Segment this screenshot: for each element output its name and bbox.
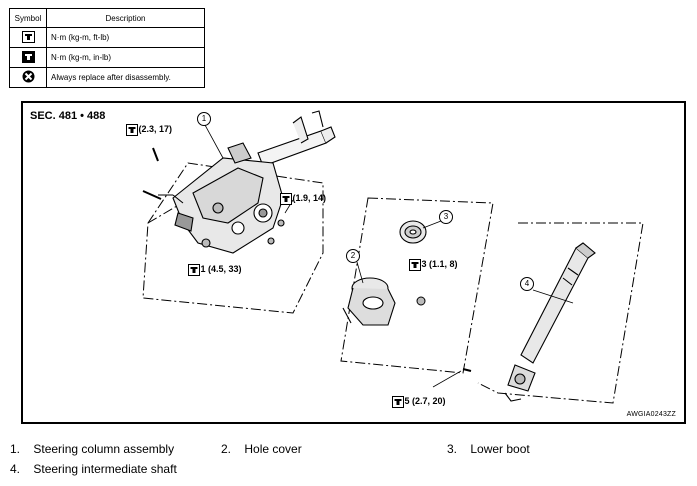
torque-label: 19 (1.9, 14): [280, 193, 327, 205]
callout-3: 3: [439, 210, 453, 224]
lower-boot: [399, 220, 427, 244]
torque-value: 10.3 (1.1, 8): [409, 259, 458, 269]
torque-value: 44.1 (4.5, 33): [188, 264, 242, 274]
hole-cover: [342, 277, 396, 326]
legend-text: N·m (kg-m, ft-lb): [46, 27, 205, 48]
part-name: Steering intermediate shaft: [33, 462, 177, 476]
torque-wrench-icon: [21, 30, 35, 43]
torque-label: 23 (2.3, 17): [126, 124, 173, 136]
part-list-item: 4. Steering intermediate shaft: [10, 462, 177, 476]
torque-wrench-icon: [126, 124, 138, 136]
torque-value: 19 (1.9, 14): [280, 193, 327, 203]
legend-header-row: Symbol Description: [9, 8, 205, 28]
part-name: Steering column assembly: [33, 442, 175, 456]
exploded-view-figure: SEC. 481 • 488 23 (2.3, 17) 19 (1.9, 14)…: [21, 101, 686, 424]
symbol-legend-table: Symbol Description N·m (kg-m, ft-lb) N·m…: [9, 8, 205, 88]
legend-text: Always replace after disassembly.: [46, 67, 205, 88]
callout-2: 2: [346, 249, 360, 263]
part-name: Hole cover: [244, 442, 302, 456]
callout-1: 1: [197, 112, 211, 126]
steering-column-assembly: [142, 110, 336, 254]
part-list-item: 3. Lower boot: [447, 442, 530, 456]
legend-row: Always replace after disassembly.: [9, 67, 205, 88]
part-list-item: 2. Hole cover: [221, 442, 302, 456]
part-number: 1.: [10, 442, 21, 456]
torque-value: 23 (2.3, 17): [126, 124, 173, 134]
torque-value: 26.5 (2.7, 20): [392, 396, 446, 406]
steering-intermediate-shaft: [462, 242, 596, 402]
figure-code: AWGIA0243ZZ: [626, 411, 676, 418]
replace-icon: [22, 70, 34, 83]
callout-4: 4: [520, 277, 534, 291]
legend-row: N·m (kg-m, in-lb): [9, 47, 205, 68]
legend-header-description: Description: [46, 8, 205, 28]
torque-wrench-icon: [392, 396, 404, 408]
legend-row: N·m (kg-m, ft-lb): [9, 27, 205, 48]
legend-text: N·m (kg-m, in-lb): [46, 47, 205, 68]
section-title: SEC. 481 • 488: [30, 110, 106, 122]
part-number: 2.: [221, 442, 232, 456]
torque-wrench-icon: [280, 193, 292, 205]
part-number: 3.: [447, 442, 458, 456]
torque-label: 44.1 (4.5, 33): [188, 264, 242, 276]
exploded-view-drawing: [142, 110, 644, 404]
legend-header-symbol: Symbol: [9, 8, 47, 28]
torque-label: 10.3 (1.1, 8): [409, 259, 458, 271]
torque-wrench-icon: [188, 264, 200, 276]
part-name: Lower boot: [470, 442, 530, 456]
part-number: 4.: [10, 462, 21, 476]
torque-wrench-icon: [409, 259, 421, 271]
torque-label: 26.5 (2.7, 20): [392, 396, 446, 408]
torque-wrench-small-icon: [21, 50, 35, 63]
part-list-item: 1. Steering column assembly: [10, 442, 174, 456]
